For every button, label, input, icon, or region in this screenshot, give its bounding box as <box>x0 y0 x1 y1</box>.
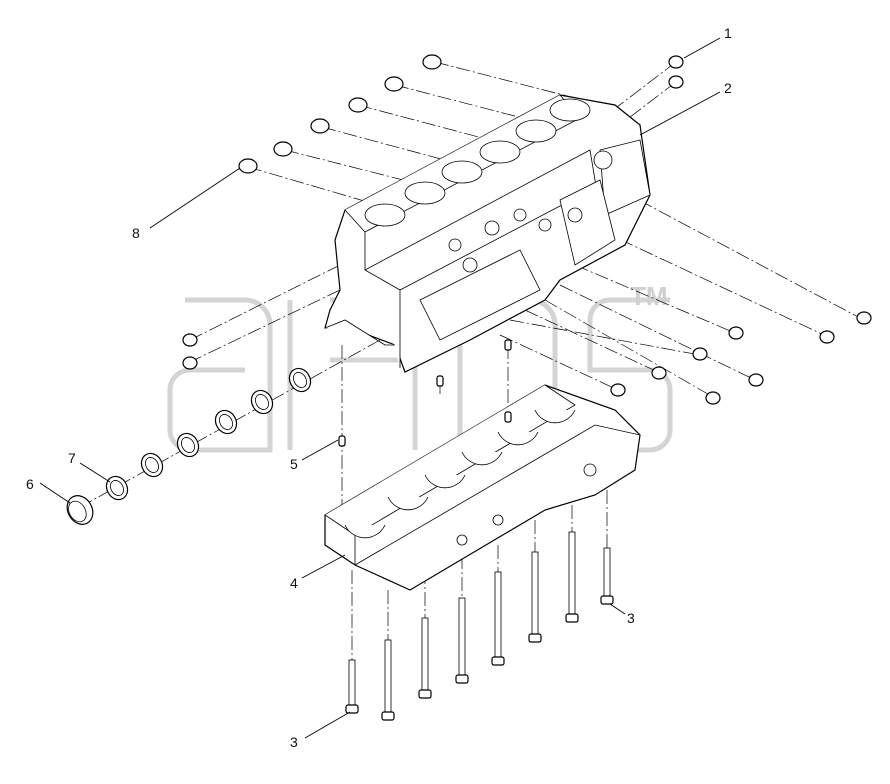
bearing-ladder <box>324 384 641 591</box>
camshaft-bushings <box>66 367 312 525</box>
callout-3-right: 3 <box>627 610 635 626</box>
core-plugs-left <box>182 333 198 370</box>
watermark-tm: TM <box>630 281 668 311</box>
callout-8: 8 <box>132 225 140 241</box>
callout-labels: 1 2 3 3 4 5 6 7 8 <box>26 25 732 750</box>
bolt <box>345 659 359 714</box>
bolt <box>381 639 395 721</box>
callout-5: 5 <box>290 456 298 472</box>
assembly-center-lines <box>74 61 861 665</box>
bolt <box>565 531 579 623</box>
dowel-pins <box>338 339 512 447</box>
leader-lines <box>39 37 721 739</box>
callout-3-bottom: 3 <box>290 734 298 750</box>
small-plugs <box>668 55 684 89</box>
bolt <box>528 551 542 643</box>
callout-7: 7 <box>68 450 76 466</box>
callout-2: 2 <box>724 80 732 96</box>
core-plugs-right <box>610 311 872 405</box>
bolt <box>491 571 505 666</box>
bolt <box>455 597 469 684</box>
callout-1: 1 <box>724 25 732 41</box>
callout-6: 6 <box>26 476 34 492</box>
engine-block <box>324 94 651 373</box>
bolt <box>418 617 432 699</box>
callout-4: 4 <box>290 575 298 591</box>
bolt <box>600 547 614 605</box>
bearing-bolts <box>345 531 614 721</box>
bore-plugs <box>238 54 442 174</box>
